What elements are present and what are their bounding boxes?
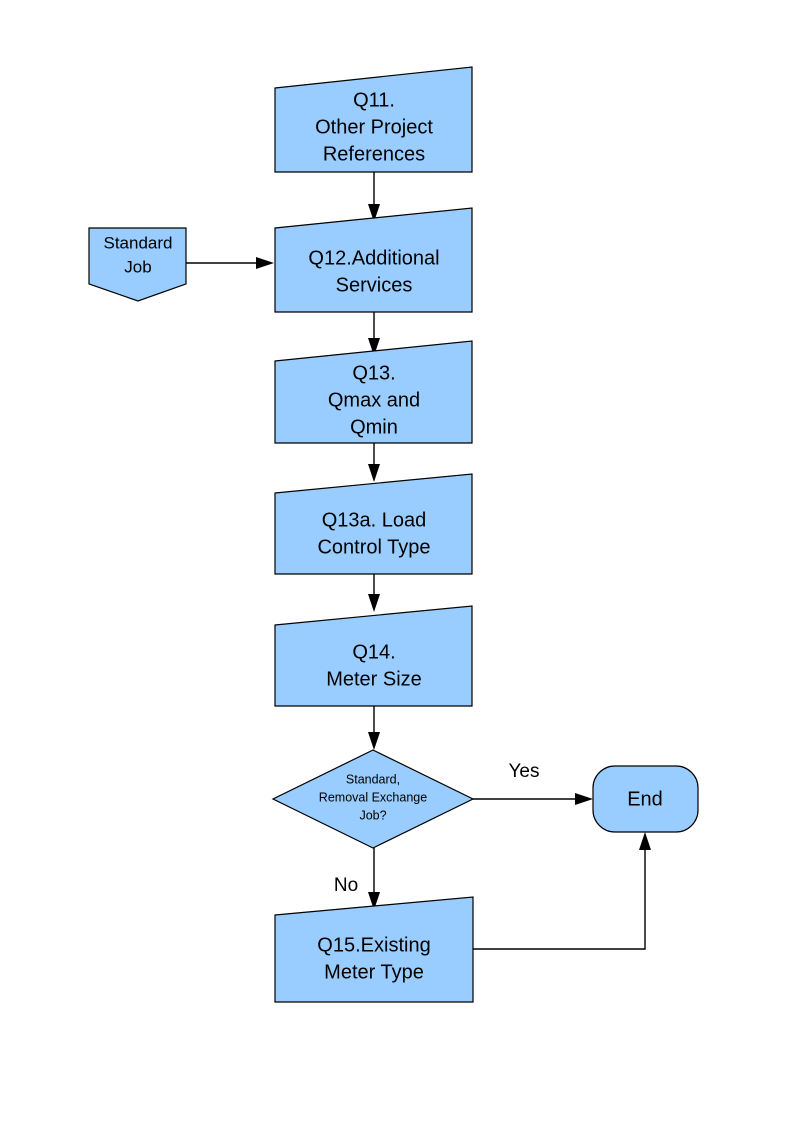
arrowhead-icon [256,257,274,269]
node-decision-shape[interactable] [271,749,475,849]
node-standard-job-line-2: Job [124,257,151,276]
edge-label-no: No [334,875,358,896]
node-standard-job[interactable]: Standard Job [88,227,187,302]
node-q13-line-1: Q13. [352,362,395,384]
node-q12-shape[interactable] [274,207,473,313]
edge-standardjob-to-q12 [186,257,274,269]
node-q15-line-2: Meter Type [324,961,424,983]
edge-q13a-to-q14 [368,574,380,612]
node-q13-line-3: Qmin [350,416,398,438]
arrowhead-icon [368,732,380,750]
node-q12[interactable]: Q12.Additional Services [274,207,473,313]
arrowhead-icon [368,594,380,612]
node-q11[interactable]: Q11. Other Project References [274,66,473,173]
edge-q11-to-q12 [368,172,380,222]
node-q13a-line-1: Q13a. Load [322,509,427,531]
arrowhead-icon [368,338,380,356]
arrowhead-icon [639,832,651,850]
node-decision[interactable]: Standard, Removal Exchange Job? [271,749,475,849]
node-standard-job-shape[interactable] [88,227,187,302]
node-q15-shape[interactable] [274,896,474,1003]
edge-q13-to-q13a [368,443,380,482]
node-q13-shape[interactable] [274,340,473,444]
edge-decision-to-end: Yes [473,761,593,805]
node-q11-shape[interactable] [274,66,473,173]
node-end-label: End [627,788,663,810]
node-q13a-shape[interactable] [274,473,473,575]
edge-q15-to-end [473,832,651,950]
arrowhead-icon [368,204,380,222]
node-end[interactable]: End [592,765,699,833]
edge-q14-to-decision [368,706,380,750]
node-q14[interactable]: Q14. Meter Size [274,605,473,707]
node-end-shape[interactable] [592,765,699,833]
edge-decision-to-q15: No [334,848,380,910]
node-decision-line-1: Standard, [346,772,400,786]
arrowhead-icon [368,464,380,482]
node-q13a[interactable]: Q13a. Load Control Type [274,473,473,575]
node-q14-shape[interactable] [274,605,473,707]
arrowhead-icon [575,793,593,805]
connector-line [473,845,646,950]
node-q14-line-1: Q14. [352,641,395,663]
node-q13[interactable]: Q13. Qmax and Qmin [274,340,473,444]
node-decision-line-3: Job? [359,808,386,822]
node-q15[interactable]: Q15.Existing Meter Type [274,896,474,1003]
node-q11-line-3: References [323,143,425,165]
node-standard-job-line-1: Standard [104,233,173,252]
node-q13-line-2: Qmax and [328,389,420,411]
node-q13a-line-2: Control Type [317,536,430,558]
node-decision-line-2: Removal Exchange [319,790,427,804]
node-q11-line-2: Other Project [315,116,433,138]
node-q11-line-1: Q11. [353,89,395,111]
node-q14-line-2: Meter Size [326,668,422,690]
node-q15-line-1: Q15.Existing [317,934,430,956]
edge-q12-to-q13 [368,312,380,356]
edge-label-yes: Yes [509,761,540,782]
node-q12-line-2: Services [336,274,413,296]
arrowhead-icon [368,892,380,910]
node-q12-line-1: Q12.Additional [308,247,439,269]
